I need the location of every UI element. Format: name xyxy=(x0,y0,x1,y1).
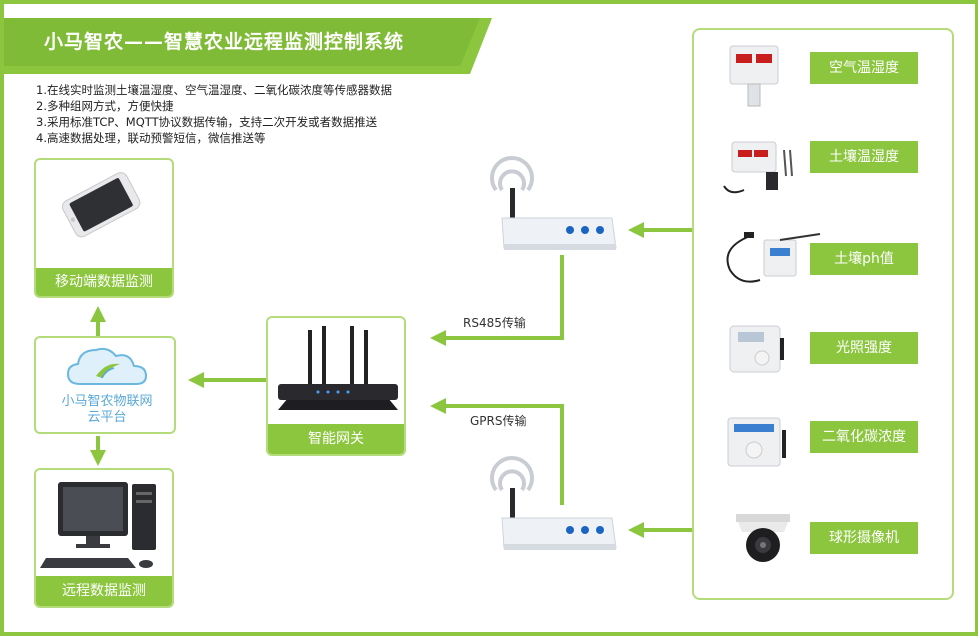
pc-monitor-label: 远程数据监测 xyxy=(36,576,172,606)
cloud-platform-subname: 云平台 xyxy=(87,410,127,425)
line-rs485 xyxy=(430,255,564,346)
line-gprs xyxy=(430,398,564,505)
gprs-label: GPRS传输 xyxy=(470,414,527,428)
smartphone-icon xyxy=(61,172,141,238)
sensor-label-air: 空气温湿度 xyxy=(810,52,918,84)
feature-item: 1.在线实时监测土壤温湿度、空气温湿度、二氧化碳浓度等传感器数据 xyxy=(36,83,392,97)
gateway-label: 智能网关 xyxy=(268,424,404,454)
sensor-label-soil: 土壤温湿度 xyxy=(810,141,918,173)
feature-item: 3.采用标准TCP、MQTT协议数据传输，支持二次开发或者数据推送 xyxy=(36,115,378,129)
pc-monitor-card: 远程数据监测 xyxy=(34,468,174,608)
desktop-computer-icon xyxy=(40,482,156,568)
router-gateway-icon xyxy=(278,326,398,410)
air-sensor-icon xyxy=(729,45,779,107)
sensor-label-ph: 土壤ph值 xyxy=(810,243,918,275)
ph-sensor-icon xyxy=(726,232,821,283)
sensor-label-camera: 球形摄像机 xyxy=(810,522,918,554)
co2-sensor-icon xyxy=(727,417,786,467)
gateway-card: 智能网关 xyxy=(266,316,406,456)
mobile-monitor-label: 移动端数据监测 xyxy=(36,268,172,296)
soil-sensor-icon xyxy=(723,141,793,194)
feature-item: 2.多种组网方式，方便快捷 xyxy=(36,99,174,113)
page-title: 小马智农——智慧农业远程监测控制系统 xyxy=(44,31,405,53)
cloud-icon xyxy=(66,347,148,385)
feature-item: 4.高速数据处理，联动预警短信，微信推送等 xyxy=(36,131,266,145)
sensor-panel xyxy=(692,28,954,600)
sensor-label-co2: 二氧化碳浓度 xyxy=(810,421,918,453)
feature-list: 1.在线实时监测土壤温湿度、空气温湿度、二氧化碳浓度等传感器数据 2.多种组网方… xyxy=(36,82,392,146)
mobile-monitor-card: 移动端数据监测 xyxy=(34,158,174,298)
cloud-platform-card: 小马智农物联网 云平台 xyxy=(34,336,176,434)
rs485-label: RS485传输 xyxy=(463,316,526,330)
sensor-label-light: 光照强度 xyxy=(810,332,918,364)
cloud-platform-name: 小马智农物联网 xyxy=(61,394,153,409)
dome-camera-icon xyxy=(736,514,790,562)
light-sensor-icon xyxy=(729,325,784,373)
title-banner xyxy=(4,18,492,74)
